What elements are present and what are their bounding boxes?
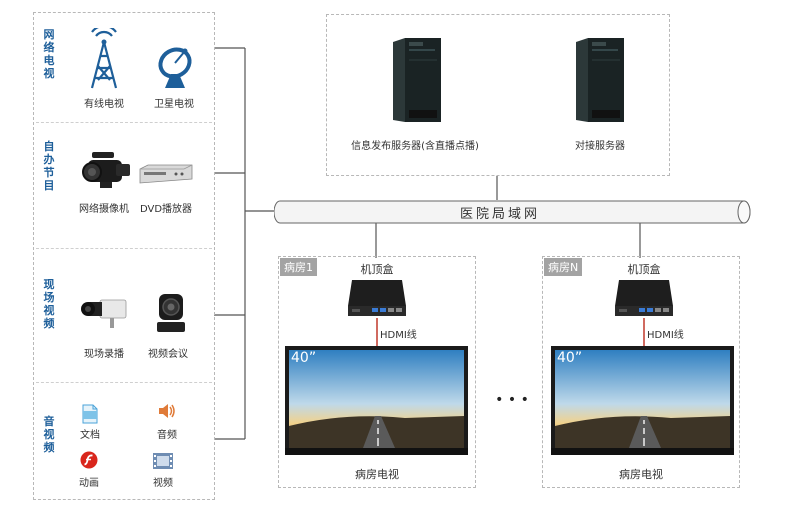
source-label: 网络摄像机 [79, 204, 129, 215]
source-label: 现场录播 [84, 349, 124, 360]
media-label: 动画 [79, 478, 99, 489]
section-divider [36, 248, 212, 249]
server-tower-icon [389, 34, 445, 126]
ward-tv-label: 病房电视 [619, 468, 663, 481]
security-camera-icon [80, 294, 130, 330]
hospital-lan-pipe [274, 200, 752, 224]
ptz-camera-icon [154, 290, 188, 334]
video-camera-icon [80, 150, 132, 192]
network-label: 医院局域网 [459, 207, 540, 222]
room-tag: 病房N [544, 258, 583, 276]
media-label: 音频 [157, 430, 177, 441]
tv-size-label: 40” [291, 350, 317, 366]
dvd-player-icon [138, 163, 194, 185]
ward-tv [551, 346, 734, 455]
document-icon [82, 404, 98, 424]
tv-size-label: 40” [557, 350, 583, 366]
set-top-box-label: 机顶盒 [627, 263, 661, 276]
ward-room-panel [278, 256, 476, 488]
ward-tv-label: 病房电视 [355, 468, 399, 481]
set-top-box-label: 机顶盒 [360, 263, 394, 276]
hdmi-cable-label: HDMI线 [380, 330, 417, 341]
server-tower-icon [572, 34, 628, 126]
set-top-box-icon [613, 278, 675, 318]
video-film-icon [152, 452, 174, 470]
set-top-box-icon [346, 278, 408, 318]
category-label-self-programs: 自办节目 [43, 140, 55, 192]
audio-icon [157, 402, 177, 420]
server-label: 对接服务器 [575, 141, 625, 152]
media-label: 视频 [153, 478, 173, 489]
section-divider [36, 382, 212, 383]
ward-room-panel [542, 256, 740, 488]
source-label: 有线电视 [84, 99, 124, 110]
section-divider [36, 122, 212, 123]
media-label: 文档 [80, 430, 100, 441]
room-tag: 病房1 [280, 258, 317, 276]
source-label: 卫星电视 [154, 99, 194, 110]
server-label: 信息发布服务器(含直播点播) [351, 141, 479, 152]
category-label-live-video: 现场视频 [43, 278, 55, 330]
antenna-tower-icon [86, 28, 122, 90]
source-panel [33, 12, 215, 500]
source-label: 视频会议 [148, 349, 188, 360]
category-label-network-tv: 网络电视 [43, 28, 55, 80]
source-label: DVD播放器 [139, 204, 193, 215]
flash-animation-icon [80, 451, 98, 469]
more-rooms-ellipsis: • • • [495, 392, 529, 408]
hdmi-cable-label: HDMI线 [647, 330, 684, 341]
satellite-dish-icon [155, 44, 195, 90]
ward-tv [285, 346, 468, 455]
server-panel [326, 14, 670, 176]
category-label-media: 音视频 [43, 415, 55, 454]
